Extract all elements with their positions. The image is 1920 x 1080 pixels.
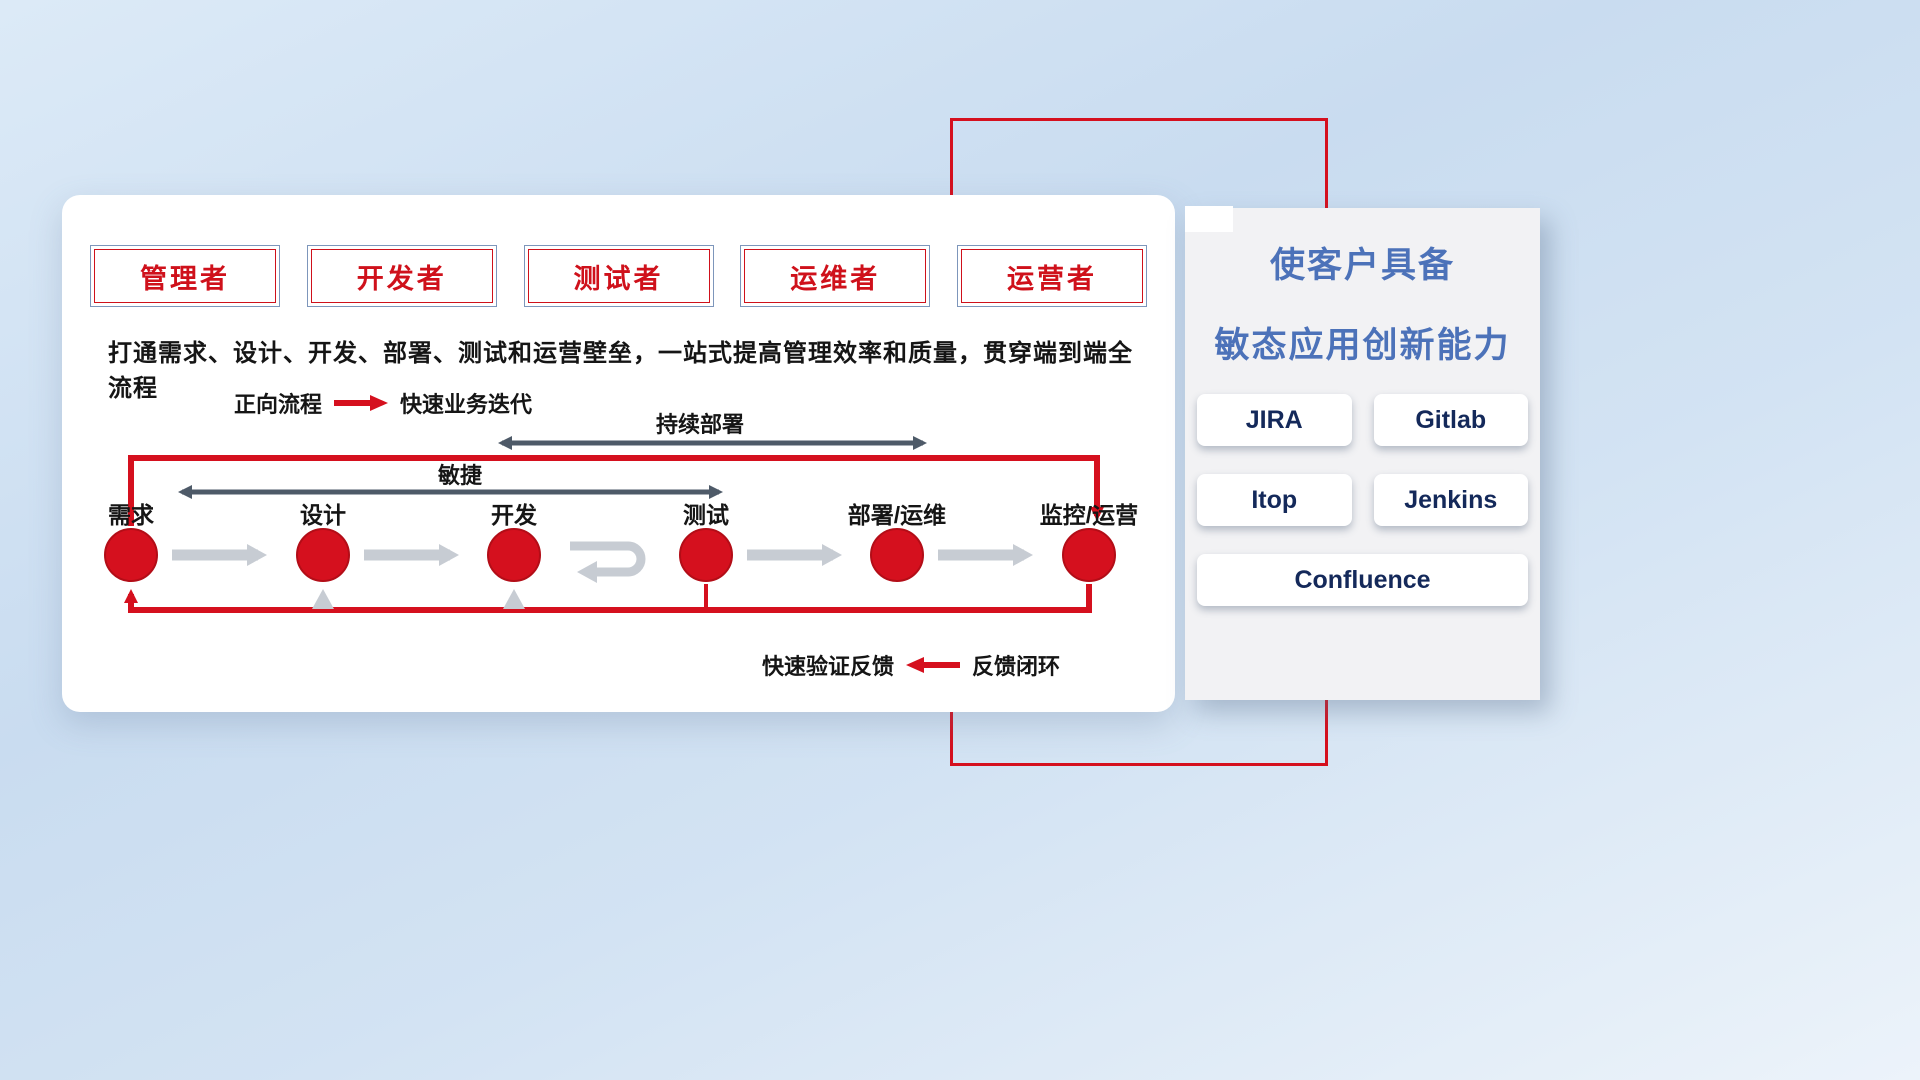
- role-label: 管理者: [140, 263, 230, 294]
- tool-jira: JIRA: [1197, 394, 1352, 446]
- legend-feedback-value: 反馈闭环: [972, 654, 1061, 679]
- role-label: 测试者: [573, 263, 664, 294]
- feedback-loop-line: [124, 584, 1092, 613]
- tool-jenkins: Jenkins: [1373, 474, 1528, 526]
- tool-confluence: Confluence: [1197, 554, 1528, 606]
- panel-title: 使客户具备 敏态应用创新能力: [1185, 208, 1540, 386]
- iteration-loop-icon: [570, 541, 646, 583]
- tool-itop: Itop: [1197, 474, 1352, 526]
- feedback-arrow-icon: [906, 657, 961, 673]
- flow-node-circle-deploy-ops: [870, 528, 924, 582]
- flow-node-circle-development: [487, 528, 541, 582]
- legend-forward-value: 快速业务迭代: [400, 392, 533, 417]
- role-box-tester: 测试者: [523, 245, 714, 307]
- role-box-ops: 运维者: [740, 245, 931, 307]
- node-label-design: 设计: [300, 502, 346, 528]
- panel-corner-accent: [1185, 206, 1233, 232]
- legend-forward-label: 正向流程: [234, 392, 323, 417]
- legend-forward: 正向流程 快速业务迭代: [234, 387, 532, 419]
- flow-node-circle-testing: [679, 528, 733, 582]
- role-label: 运营者: [1007, 263, 1097, 294]
- tool-gitlab: Gitlab: [1373, 394, 1528, 446]
- right-panel: 使客户具备 敏态应用创新能力 JIRA Gitlab Itop Jenkins …: [1185, 208, 1540, 700]
- forward-loop-line: [128, 455, 1104, 526]
- role-label: 开发者: [356, 263, 447, 294]
- node-label-testing: 测试: [683, 502, 729, 528]
- flow-node-circle-design: [296, 528, 350, 582]
- node-label-deploy-ops: 部署/运维: [847, 502, 947, 528]
- node-label-monitor-ops: 监控/运营: [1039, 502, 1139, 528]
- flow-node-circle-monitor-ops: [1062, 528, 1116, 582]
- flow-diagram: [124, 436, 1104, 613]
- role-label: 运维者: [790, 263, 881, 294]
- legend-feedback-label: 快速验证反馈: [762, 654, 895, 679]
- devops-flow-card: 管理者 开发者 测试者 运维者 运营者 打通需求、设计、开发、部署、测试和运营壁…: [62, 195, 1175, 712]
- node-label-requirements: 需求: [108, 502, 154, 528]
- panel-title-line1: 使客户具备: [1269, 246, 1455, 285]
- deploy-span-label: 持续部署: [655, 412, 744, 437]
- legend-feedback: 快速验证反馈 反馈闭环: [762, 649, 1060, 681]
- role-box-manager: 管理者: [90, 245, 280, 307]
- flow-node-circle-requirements: [104, 528, 158, 582]
- role-box-developer: 开发者: [306, 245, 497, 307]
- description-text: 打通需求、设计、开发、部署、测试和运营壁垒，一站式提高管理效率和质量，贯穿端到端…: [108, 340, 1133, 402]
- forward-arrow-icon: [334, 395, 389, 411]
- agile-span-label: 敏捷: [437, 463, 482, 488]
- panel-title-line2: 敏态应用创新能力: [1214, 326, 1511, 365]
- role-box-operator: 运营者: [957, 245, 1147, 307]
- node-label-development: 开发: [491, 502, 537, 528]
- roles-row: 管理者 开发者 测试者 运维者 运营者: [90, 245, 1147, 307]
- tools-grid: JIRA Gitlab Itop Jenkins Confluence: [1185, 394, 1540, 606]
